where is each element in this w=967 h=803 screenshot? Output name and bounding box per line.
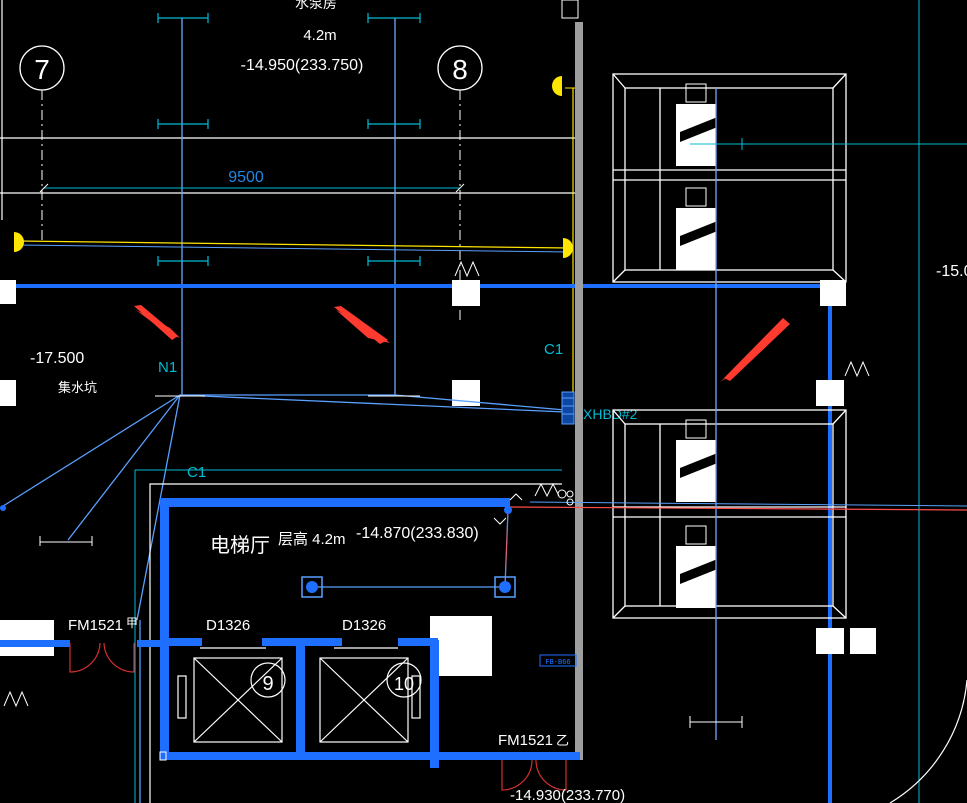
pipe-node-left: [0, 505, 6, 511]
sump-name: 集水坑: [58, 380, 97, 395]
door-grade-left: 甲: [126, 616, 138, 630]
equipment-group-upper: [612, 73, 847, 283]
lobby-outline: [134, 469, 562, 803]
elevator-car-10: [319, 647, 422, 743]
door-swing-left: [69, 642, 135, 673]
svg-text:9500: 9500: [228, 169, 264, 186]
fire-hydrant-line: [17, 87, 575, 395]
pipe-end-markers: [39, 395, 420, 546]
svg-text:FB-B66: FB-B66: [545, 658, 570, 666]
pipe-label-c1-lower: C1: [187, 464, 206, 481]
elevator-number-10: 10: [394, 674, 414, 694]
bottom-elevation: -14.930(233.770): [510, 787, 625, 803]
lobby-markers: [159, 489, 574, 761]
pipe-label-c1-upper: C1: [544, 341, 563, 358]
sump-elevation: -17.500: [30, 350, 84, 367]
hydrant-marker-top: [552, 76, 562, 96]
hydrant-marker-mid: [563, 238, 573, 258]
hydrant-marker-left: [14, 232, 24, 252]
fixtures: [676, 83, 720, 608]
red-arrows: [134, 305, 790, 382]
left-wall-lines: [0, 0, 575, 220]
door-fm1521-bottom: FM1521: [498, 732, 553, 749]
equipment-group-lower: [612, 409, 847, 619]
svg-text:8: 8: [452, 54, 468, 85]
arc-bottom-right: [889, 679, 967, 803]
lobby-pipe: [301, 506, 516, 598]
lobby-walls: [0, 498, 580, 768]
axis-bubble-7: 7: [19, 45, 65, 240]
hydrant-box-label: XHBD#2: [583, 406, 638, 422]
lobby-elevation: -14.870(233.830): [356, 525, 479, 542]
dimension-9500: 9500: [39, 169, 465, 193]
blue-pipe-line: [529, 501, 967, 507]
door-grade-bottom: 乙: [556, 733, 569, 748]
lobby-name: 电梯厅: [210, 534, 270, 557]
sprinkler-symbols: [3, 260, 870, 708]
elevator-car-9: [177, 647, 286, 743]
elevator-number-9: 9: [262, 673, 273, 695]
lobby-height: 层高 4.2m: [278, 531, 346, 548]
axis-bubble-8: 8: [437, 45, 483, 320]
small-equipment-tag: FB-B66: [539, 654, 577, 667]
hydrant-box: [561, 391, 575, 425]
top-fm-tag: [561, 0, 579, 19]
top-room-name: 水泵房: [295, 0, 337, 11]
white-columns: [0, 280, 876, 676]
top-room-height: 4.2m: [303, 27, 336, 44]
top-room-elevation: -14.950(233.750): [241, 57, 364, 74]
door-swing-bottom: [501, 759, 567, 791]
right-elevation: -15.0: [936, 263, 967, 280]
door-d1326-b: D1326: [342, 617, 386, 634]
door-fm1521-left: FM1521: [68, 617, 123, 634]
red-pipe-line: [509, 506, 967, 511]
door-d1326-a: D1326: [206, 617, 250, 634]
vertical-pipes-top: [157, 13, 421, 395]
svg-text:7: 7: [34, 54, 50, 85]
branch-pipes: [0, 394, 566, 803]
right-riser-pipe: [689, 0, 967, 803]
grey-wall: [575, 22, 583, 760]
pipe-label-n1: N1: [158, 359, 177, 376]
